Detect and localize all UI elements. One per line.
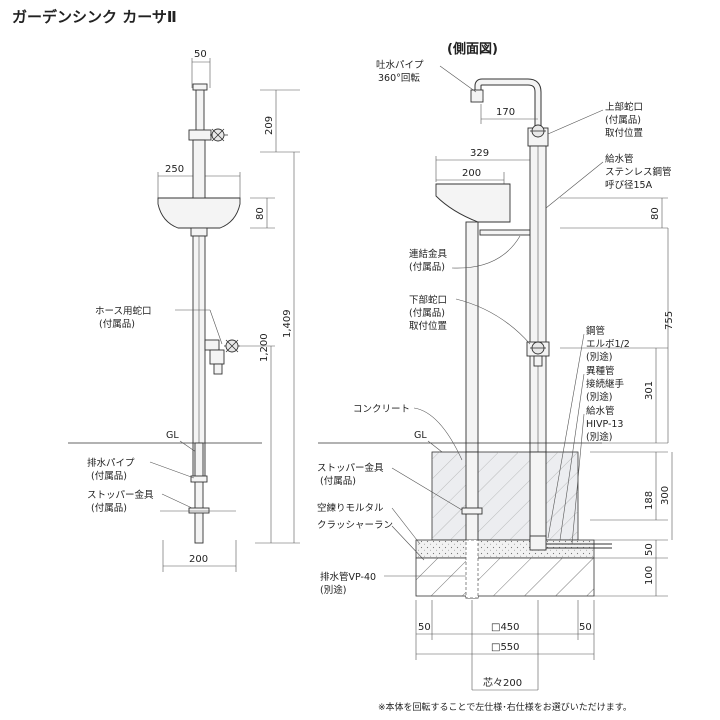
svg-text:芯々200: 芯々200 — [483, 676, 522, 689]
stopper-label-side: ストッパー金具 — [317, 462, 384, 474]
svg-text:50: 50 — [418, 622, 431, 633]
svg-text:□550: □550 — [491, 642, 520, 653]
dim-bottom-width: 200 — [162, 540, 237, 572]
supply-pipe-label: 給水管 — [605, 153, 634, 165]
spout-gooseneck — [474, 78, 542, 128]
dim-spout: 170 — [480, 104, 538, 124]
joint-label: 連結金具 — [409, 248, 448, 260]
svg-text:80: 80 — [255, 207, 266, 220]
svg-text:□450: □450 — [491, 622, 520, 633]
dim-top-width: 50 — [191, 49, 211, 88]
elbow-label: 鋼管 — [586, 325, 605, 337]
drain-pipe-vp40 — [465, 539, 479, 599]
crusher-label: クラッシャーラン — [317, 520, 393, 531]
spout-tip — [192, 83, 208, 91]
svg-text:呼び径15A: 呼び径15A — [605, 179, 653, 191]
svg-text:(付属品): (付属品) — [91, 503, 127, 514]
hivp-label: 給水管 — [586, 405, 615, 417]
svg-text:50: 50 — [194, 49, 207, 60]
dim-vertical-front: 209 80 1,200 1,409 — [240, 89, 300, 544]
svg-text:(別途): (別途) — [586, 351, 612, 363]
spout-pipe — [195, 87, 205, 137]
stopper-fitting — [188, 507, 210, 514]
svg-text:50: 50 — [644, 543, 655, 556]
svg-text:ステンレス鋼管: ステンレス鋼管 — [605, 166, 672, 178]
underground-pipe — [194, 442, 204, 544]
svg-text:209: 209 — [264, 116, 275, 135]
supply-pipe-underground — [529, 451, 547, 541]
svg-text:300: 300 — [660, 486, 671, 505]
post-collar — [190, 227, 208, 237]
svg-text:(付属品): (付属品) — [99, 319, 135, 330]
svg-text:188: 188 — [644, 491, 655, 510]
upper-faucet-icon — [188, 128, 228, 142]
dim-basin-depth: 200 — [436, 168, 505, 186]
footnote: ※本体を回転することで左仕様･右仕様をお選びいただけます。 — [378, 701, 632, 713]
svg-text:接続継手: 接続継手 — [586, 378, 625, 390]
svg-text:(付属品): (付属品) — [409, 308, 445, 319]
connecting-bracket — [479, 229, 531, 236]
stopper-fitting-side — [461, 507, 483, 515]
svg-text:(付属品): (付属品) — [91, 471, 127, 482]
svg-text:取付位置: 取付位置 — [409, 320, 447, 332]
svg-text:170: 170 — [496, 107, 515, 118]
svg-text:250: 250 — [165, 164, 184, 175]
svg-text:755: 755 — [664, 311, 675, 330]
front-view: 50 250 — [68, 49, 300, 572]
dim-overall-depth: 329 — [435, 148, 545, 182]
svg-text:329: 329 — [470, 148, 489, 159]
svg-text:200: 200 — [189, 554, 208, 565]
svg-text:80: 80 — [650, 207, 661, 220]
svg-text:1,409: 1,409 — [282, 309, 293, 338]
svg-text:360°回転: 360°回転 — [378, 73, 420, 84]
hose-faucet-icon — [204, 339, 240, 375]
lower-faucet-label: 下部蛇口 — [409, 294, 447, 306]
dim-vertical-side: 80 755 301 300 188 50 100 — [560, 197, 675, 597]
svg-text:100: 100 — [644, 566, 655, 585]
svg-text:(付属品): (付属品) — [320, 476, 356, 487]
spout-label: 吐水パイプ — [376, 59, 424, 71]
page-title: ガーデンシンク カーサⅡ — [12, 8, 177, 26]
drain-label-side: 排水管VP-40 — [320, 571, 376, 583]
gl-label: GL — [166, 430, 179, 441]
basin-side — [435, 183, 511, 223]
drain-pipe-label: 排水パイプ — [87, 457, 135, 469]
gl-label-side: GL — [414, 430, 427, 441]
basin — [157, 197, 241, 229]
svg-text:(別途): (別途) — [586, 431, 612, 443]
svg-text:(別途): (別途) — [586, 391, 612, 403]
mortar-label: 空練りモルタル — [317, 502, 384, 514]
svg-text:200: 200 — [462, 168, 481, 179]
side-view: 170 329 200 — [317, 59, 675, 691]
coupler-label: 異種管 — [586, 365, 615, 377]
hose-faucet-label: ホース用蛇口 — [95, 305, 152, 317]
upper-faucet-side-icon — [527, 124, 549, 147]
spout-outlet — [470, 89, 484, 103]
svg-text:取付位置: 取付位置 — [605, 127, 643, 139]
lower-faucet-icon — [526, 341, 550, 367]
svg-text:(付属品): (付属品) — [409, 262, 445, 273]
upper-faucet-label: 上部蛇口 — [605, 101, 643, 113]
side-view-title: (側面図) — [447, 41, 498, 57]
svg-text:301: 301 — [644, 381, 655, 400]
upper-post — [192, 139, 206, 199]
svg-text:50: 50 — [579, 622, 592, 633]
svg-text:(付属品): (付属品) — [605, 115, 641, 126]
concrete-label: コンクリート — [353, 404, 410, 415]
svg-text:エルボ1/2: エルボ1/2 — [586, 339, 630, 350]
svg-text:(別途): (別途) — [320, 584, 346, 596]
svg-text:HIVP-13: HIVP-13 — [586, 419, 623, 430]
svg-text:1,200: 1,200 — [259, 333, 270, 362]
drain-pipe-fitting — [190, 475, 208, 483]
dim-bottom-side: 50 □450 50 □550 芯々200 — [415, 600, 595, 691]
stopper-label-front: ストッパー金具 — [87, 489, 154, 501]
